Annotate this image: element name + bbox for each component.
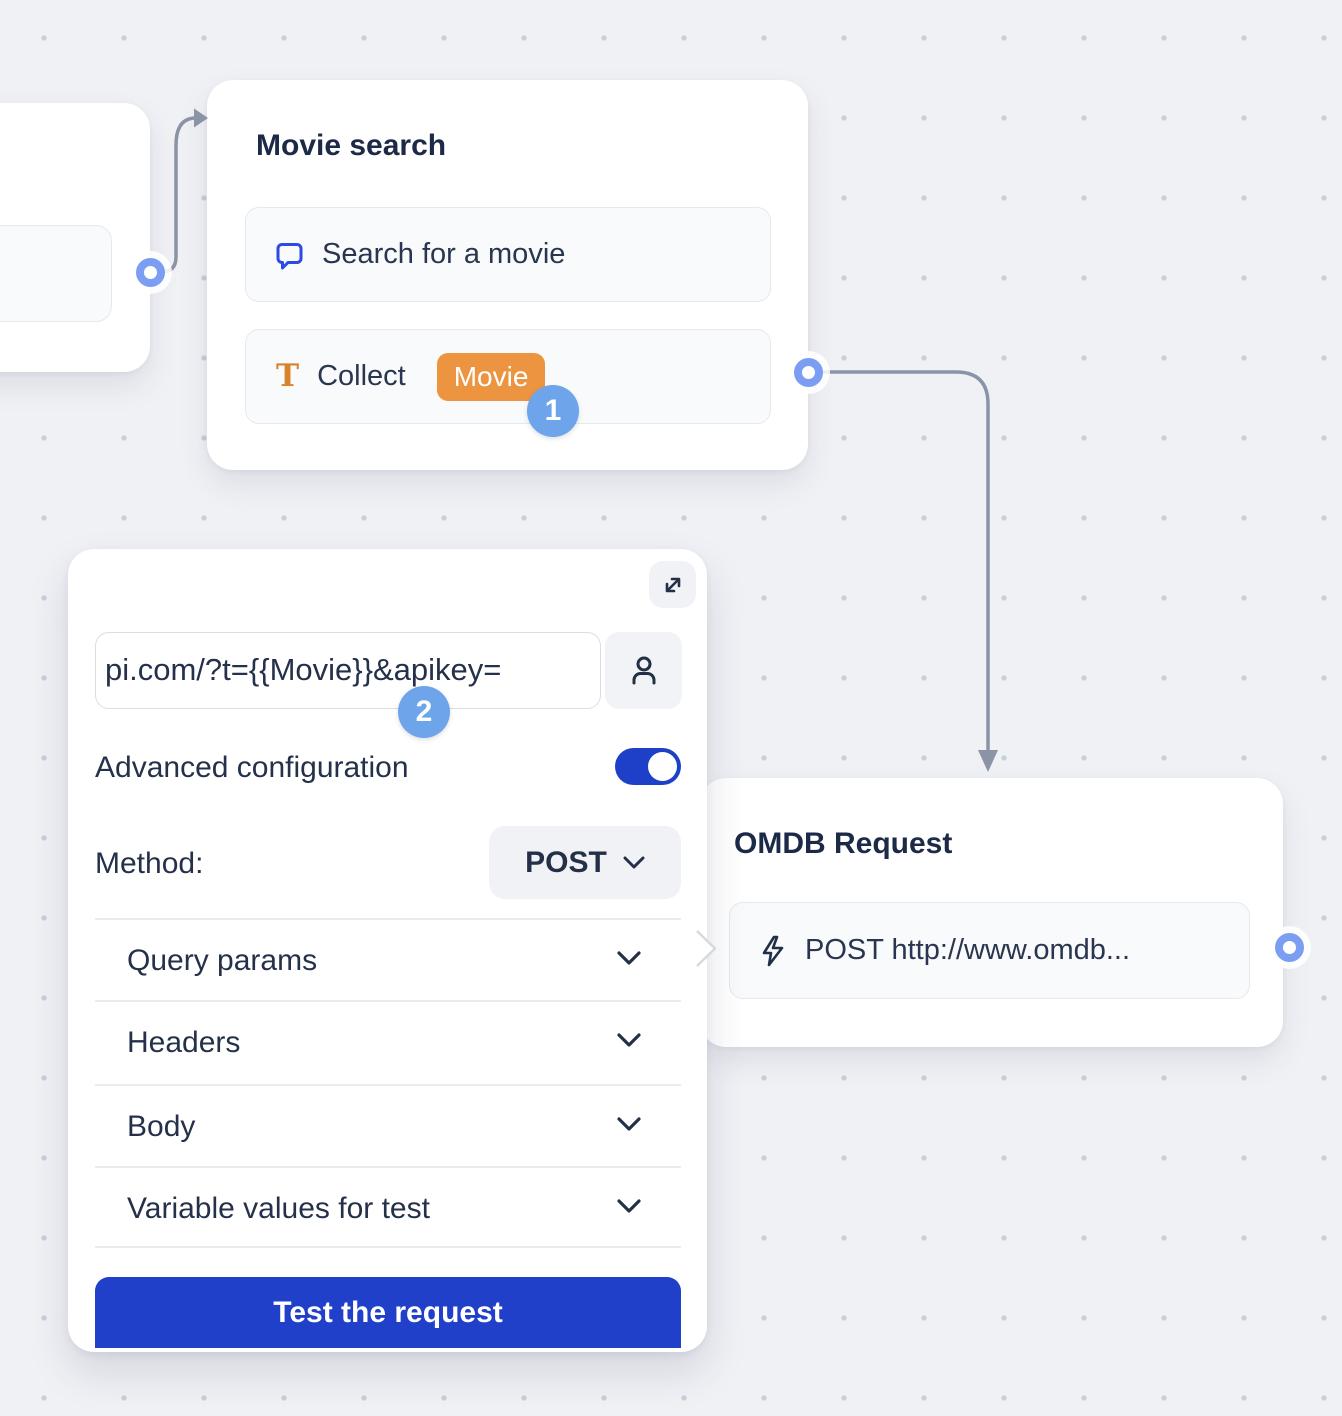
divider bbox=[95, 1084, 681, 1086]
webhook-config-panel[interactable]: pi.com/?t={{Movie}}&apikey= 2 Advanced c… bbox=[68, 549, 707, 1352]
chevron-down-icon bbox=[617, 1033, 641, 1048]
movie-search-output-port[interactable] bbox=[794, 358, 823, 387]
url-input-value: pi.com/?t={{Movie}}&apikey= bbox=[105, 652, 502, 687]
collect-row-label: Collect bbox=[317, 360, 406, 392]
section-label: Headers bbox=[127, 1026, 241, 1059]
expand-icon bbox=[660, 572, 686, 598]
expand-button[interactable] bbox=[649, 561, 696, 608]
section-label: Body bbox=[127, 1110, 196, 1143]
node-card-partial-left[interactable] bbox=[0, 103, 150, 372]
arrowhead-right bbox=[194, 108, 208, 128]
connector-movie-to-omdb bbox=[820, 370, 990, 754]
method-value: POST bbox=[525, 845, 607, 879]
chevron-down-icon bbox=[617, 951, 641, 966]
collect-row[interactable]: T Collect Movie bbox=[245, 329, 771, 424]
section-label: Query params bbox=[127, 944, 318, 977]
divider bbox=[95, 1246, 681, 1248]
node-title: Movie search bbox=[256, 129, 447, 162]
connector-left-to-movie bbox=[152, 116, 198, 274]
section-variable-values[interactable]: Variable values for test bbox=[95, 1169, 681, 1249]
chevron-down-icon bbox=[623, 856, 645, 870]
chevron-down-icon bbox=[617, 1199, 641, 1214]
node-card-omdb-request[interactable]: OMDB Request POST http://www.omdb... bbox=[700, 778, 1283, 1047]
output-port[interactable] bbox=[136, 258, 165, 287]
advanced-configuration-label: Advanced configuration bbox=[95, 751, 409, 784]
request-row-label: POST http://www.omdb... bbox=[805, 934, 1131, 966]
divider bbox=[95, 1000, 681, 1002]
url-input[interactable]: pi.com/?t={{Movie}}&apikey= bbox=[95, 632, 601, 709]
step-badge-2: 2 bbox=[398, 686, 450, 738]
toggle-knob bbox=[648, 752, 677, 781]
section-label: Variable values for test bbox=[127, 1192, 430, 1225]
test-request-button[interactable]: Test the request bbox=[95, 1277, 681, 1348]
node-row[interactable] bbox=[0, 225, 112, 322]
person-button[interactable] bbox=[605, 632, 682, 709]
node-title: OMDB Request bbox=[734, 827, 953, 860]
chat-bubble-icon bbox=[274, 240, 304, 270]
method-label: Method: bbox=[95, 847, 204, 880]
method-select[interactable]: POST bbox=[489, 826, 681, 899]
advanced-configuration-toggle[interactable] bbox=[615, 748, 681, 785]
input-port-notch bbox=[696, 930, 717, 967]
arrowhead-down bbox=[978, 750, 998, 772]
divider bbox=[95, 918, 681, 920]
person-icon bbox=[627, 654, 661, 688]
section-body[interactable]: Body bbox=[95, 1087, 681, 1167]
section-query-params[interactable]: Query params bbox=[95, 921, 681, 1001]
message-row[interactable]: Search for a movie bbox=[245, 207, 771, 302]
section-headers[interactable]: Headers bbox=[95, 1003, 681, 1083]
node-card-movie-search[interactable]: Movie search Search for a movie T Collec… bbox=[207, 80, 808, 470]
variable-badge[interactable]: Movie bbox=[436, 352, 546, 401]
divider bbox=[95, 1166, 681, 1168]
step-badge-1: 1 bbox=[527, 385, 579, 437]
request-row[interactable]: POST http://www.omdb... bbox=[729, 902, 1250, 999]
lightning-icon bbox=[758, 935, 788, 967]
text-input-icon: T bbox=[276, 358, 300, 394]
omdb-output-port[interactable] bbox=[1275, 933, 1304, 962]
chevron-down-icon bbox=[617, 1117, 641, 1132]
message-row-label: Search for a movie bbox=[322, 238, 566, 270]
